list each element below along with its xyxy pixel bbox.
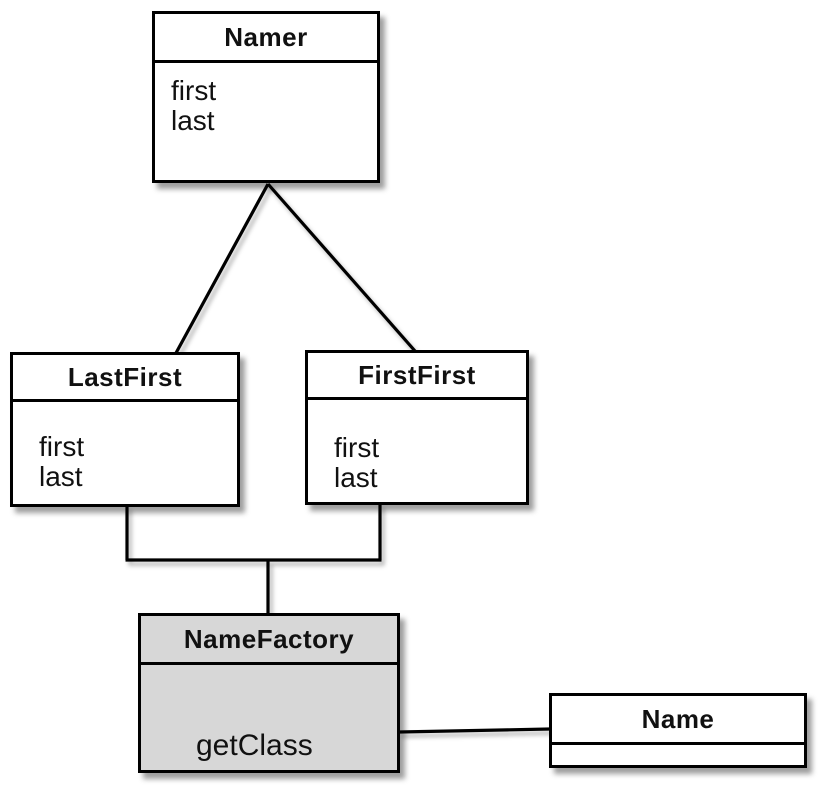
class-box-namer: Namer first last	[152, 11, 380, 183]
class-member-last: last	[334, 462, 378, 493]
class-body-namefactory: getClass	[141, 665, 397, 767]
class-body-firstfirst: first last	[308, 400, 526, 499]
class-body-namer: first last	[155, 63, 377, 177]
class-box-firstfirst: FirstFirst first last	[305, 350, 529, 505]
class-member-last: last	[39, 461, 83, 492]
class-title-namer: Namer	[155, 14, 377, 63]
class-title-firstfirst: FirstFirst	[308, 353, 526, 400]
class-body-name	[552, 745, 804, 762]
class-title-lastfirst: LastFirst	[13, 355, 237, 402]
class-box-name: Name	[549, 693, 807, 768]
class-box-namefactory: NameFactory getClass	[138, 613, 400, 773]
class-member-first: first	[39, 431, 85, 462]
generalization-line-lastfirst-namer	[174, 183, 270, 354]
class-body-lastfirst: first last	[13, 402, 237, 501]
generalization-line-firstfirst-namer	[266, 182, 417, 353]
class-member-getclass: getClass	[196, 729, 313, 762]
class-member-last: last	[171, 105, 215, 136]
class-member-first: first	[171, 75, 217, 106]
class-member-first: first	[334, 432, 380, 463]
class-title-name: Name	[552, 696, 804, 745]
class-box-lastfirst: LastFirst first last	[10, 352, 240, 507]
class-title-namefactory: NameFactory	[141, 616, 397, 665]
association-line-namefactory-name	[398, 727, 551, 734]
